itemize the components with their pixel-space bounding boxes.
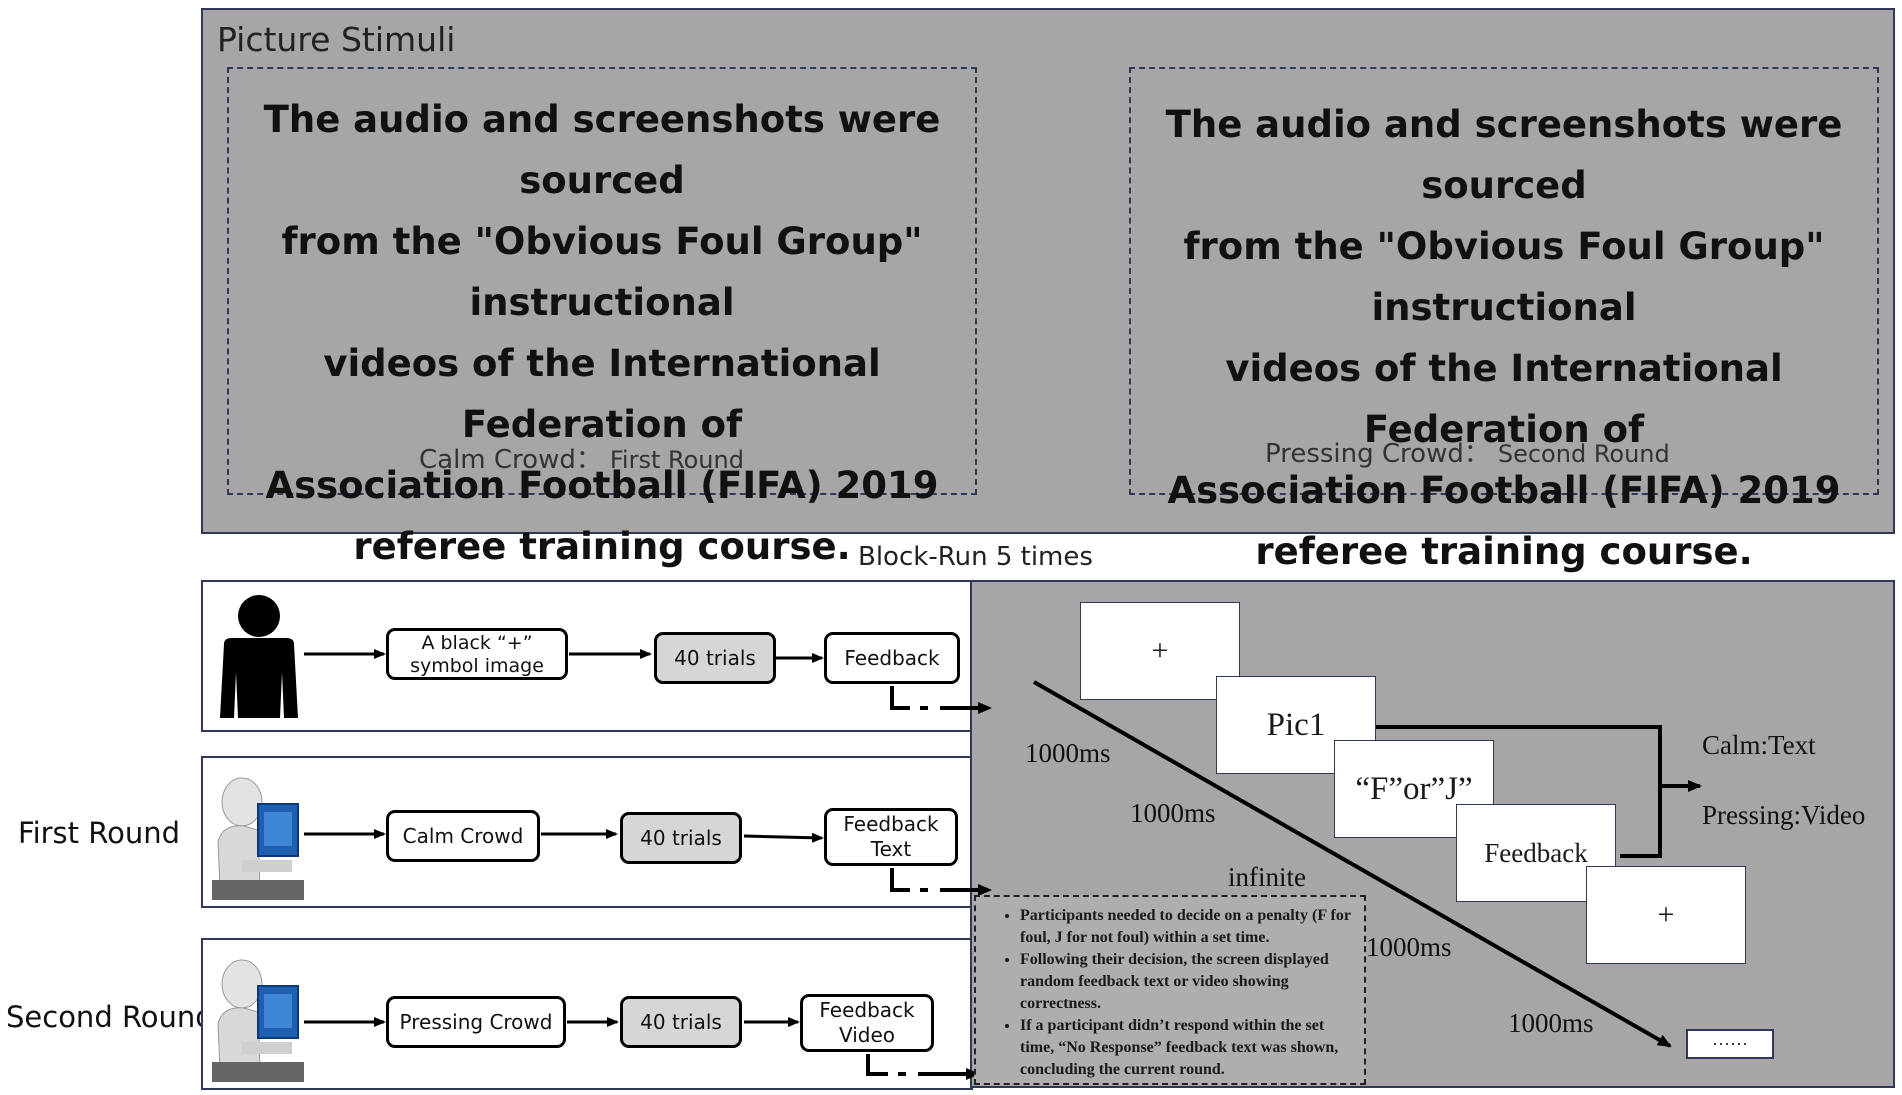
outcome-label-calm: Calm:Text (1702, 730, 1816, 760)
stimulus-caption-pressing: Pressing Crowd：Second Round (1265, 433, 1670, 470)
row-label-second-round: Second Round (6, 1000, 214, 1034)
fixation-step-box: A black “+” symbol image (386, 628, 568, 680)
fixation-slide-end: + (1586, 866, 1746, 964)
feedback-line: Feedback (843, 812, 939, 836)
person-at-computer-icon (212, 958, 304, 1082)
outcome-label-pressing: Pressing:Video (1702, 800, 1866, 830)
stimulus-line: Association Football (FIFA) 2019 (1167, 469, 1841, 512)
instruction-item: Participants needed to decide on a penal… (1020, 905, 1356, 949)
trials-step-box: 40 trials (620, 996, 742, 1048)
row-label-first-round: First Round (18, 816, 181, 850)
person-silhouette-icon (220, 595, 298, 718)
duration-label: 1000ms (1508, 1008, 1594, 1038)
stimulus-line: videos of the International Federation o… (323, 342, 881, 446)
caption-value: First Round (609, 446, 744, 474)
stimulus-line: from the "Obvious Foul Group" instructio… (281, 220, 923, 324)
trials-step-box: 40 trials (620, 812, 742, 864)
instructions-box: Participants needed to decide on a penal… (974, 895, 1366, 1085)
stimulus-box-pressing: The audio and screenshots were sourced f… (1129, 67, 1879, 573)
duration-label: 1000ms (1366, 932, 1452, 962)
stimulus-line: The audio and screenshots were sourced (1165, 103, 1843, 207)
trials-step-box: 40 trials (654, 632, 776, 684)
stimulus-line: referee training course. (353, 525, 851, 568)
instructions-list: Participants needed to decide on a penal… (994, 905, 1356, 1081)
fixation-step-line: A black “+” (421, 632, 533, 654)
calm-crowd-step-box: Calm Crowd (386, 810, 540, 862)
stimulus-box-calm: The audio and screenshots were sourced f… (227, 67, 977, 568)
stimulus-line: videos of the International Federation o… (1225, 347, 1783, 451)
stimulus-line: Association Football (FIFA) 2019 (265, 464, 939, 507)
feedback-line: Feedback (819, 998, 915, 1022)
duration-label: 1000ms (1130, 798, 1216, 828)
duration-label: 1000ms (1025, 738, 1111, 768)
picture-stimuli-title: Picture Stimuli (217, 20, 456, 59)
feedback-line: Text (870, 837, 912, 861)
instruction-item: If a participant didn’t respond within t… (1020, 1015, 1356, 1081)
feedback-step-box: Feedback (824, 632, 960, 684)
caption-value: Second Round (1497, 440, 1670, 468)
duration-label: infinite (1228, 862, 1306, 892)
continuation-slide: ······ (1686, 1029, 1774, 1059)
person-at-computer-icon (212, 776, 304, 900)
feedback-text-step-box: Feedback Text (824, 808, 958, 866)
stimulus-line: from the "Obvious Foul Group" instructio… (1183, 225, 1825, 329)
response-slide: “F”or”J” (1334, 740, 1494, 838)
fixation-step-line: symbol image (410, 655, 544, 677)
fixation-slide: + (1080, 602, 1240, 700)
stimulus-description-calm: The audio and screenshots were sourced f… (229, 89, 975, 577)
pressing-crowd-step-box: Pressing Crowd (386, 996, 566, 1048)
caption-label: Calm Crowd： (419, 445, 602, 475)
feedback-line: Video (838, 1023, 896, 1047)
feedback-video-step-box: Feedback Video (800, 994, 934, 1052)
stimulus-caption-calm: Calm Crowd：First Round (419, 439, 744, 476)
stimulus-line: The audio and screenshots were sourced (263, 98, 941, 202)
stimulus-line: referee training course. (1255, 530, 1753, 573)
stimulus-description-pressing: The audio and screenshots were sourced f… (1131, 94, 1877, 582)
caption-label: Pressing Crowd： (1265, 439, 1490, 469)
picture-stimuli-panel: Picture Stimuli The audio and screenshot… (201, 8, 1895, 573)
block-run-label: Block-Run 5 times (858, 542, 1093, 572)
instruction-item: Following their decision, the screen dis… (1020, 949, 1356, 1015)
